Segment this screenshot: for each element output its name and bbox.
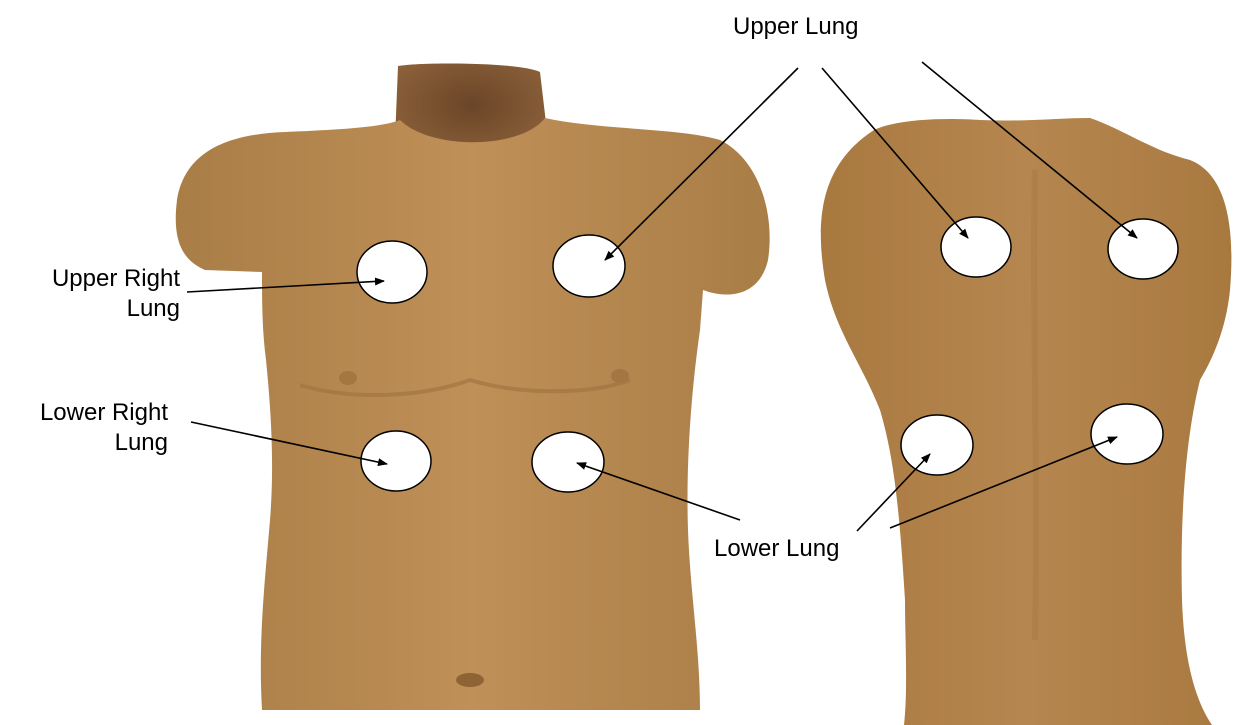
back-body bbox=[821, 118, 1232, 725]
marker-back-upper-left bbox=[941, 217, 1011, 277]
front-torso bbox=[176, 64, 770, 710]
marker-back-upper-right bbox=[1108, 219, 1178, 279]
label-upper-lung: Upper Lung bbox=[733, 12, 858, 42]
marker-back-lower-right bbox=[1091, 404, 1163, 464]
front-body bbox=[176, 118, 770, 710]
label-upper-right-lung-line2: Lung bbox=[10, 294, 180, 324]
marker-back-lower-left bbox=[901, 415, 973, 475]
marker-front-upper-left bbox=[553, 235, 625, 297]
label-upper-right-lung: Upper Right Lung bbox=[10, 264, 180, 324]
label-lower-lung: Lower Lung bbox=[714, 534, 839, 564]
back-torso bbox=[821, 118, 1232, 725]
label-lower-right-lung-line1: Lower Right bbox=[8, 398, 168, 428]
front-right-nipple bbox=[339, 371, 357, 385]
label-upper-right-lung-line1: Upper Right bbox=[10, 264, 180, 294]
label-lower-right-lung: Lower Right Lung bbox=[8, 398, 168, 458]
label-lower-right-lung-line2: Lung bbox=[8, 428, 168, 458]
marker-front-upper-right bbox=[357, 241, 427, 303]
marker-front-lower-left bbox=[532, 432, 604, 492]
front-left-nipple bbox=[611, 369, 629, 383]
front-navel bbox=[456, 673, 484, 687]
back-spine-shadow bbox=[1034, 170, 1036, 640]
